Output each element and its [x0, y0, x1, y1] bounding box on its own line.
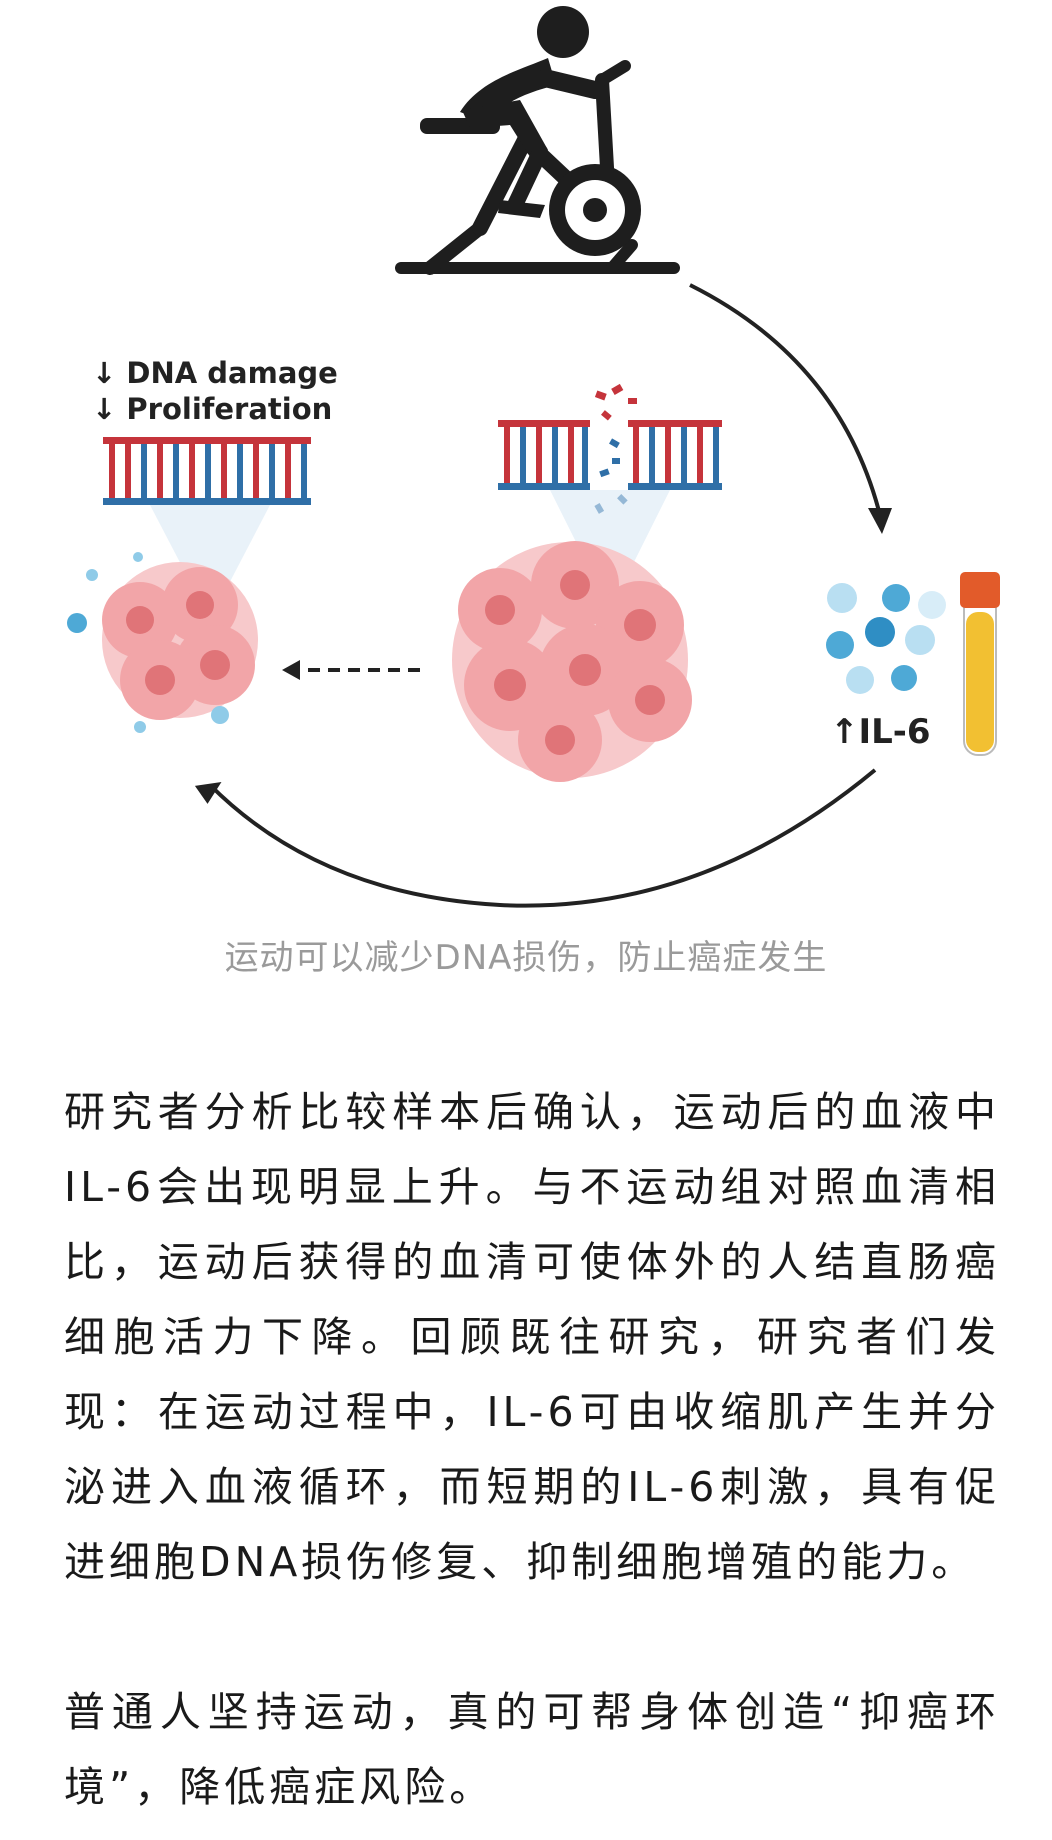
- dna-strand-icon: [103, 437, 311, 620]
- arrow-to-cells: [208, 768, 877, 908]
- arrow-to-il6: [689, 283, 882, 516]
- blood-tube-icon: [960, 572, 1000, 756]
- label-proliferation: ↓ Proliferation: [92, 392, 332, 426]
- il6-molecules-icon: [826, 583, 946, 694]
- article-body: 研究者分析比较样本后确认，运动后的血液中IL-6会出现明显上升。与不运动组对照血…: [64, 1075, 1000, 1825]
- label-dna-damage: ↓ DNA damage: [92, 356, 338, 390]
- tumor-cells-icon: [452, 541, 692, 782]
- exercise-dna-figure: ↓ DNA damage ↓ Proliferation: [67, 6, 1000, 908]
- exercise-bike-icon: [395, 6, 680, 275]
- small-tumor-cells-icon: [67, 552, 258, 733]
- paragraph-conclusion: 普通人坚持运动，真的可帮身体创造“抑癌环境”，降低癌症风险。: [64, 1688, 1000, 1811]
- flow-arrows: [194, 283, 892, 908]
- label-il6: ↑IL-6: [830, 712, 931, 752]
- figure-caption: 运动可以减少DNA损伤，防止癌症发生: [224, 938, 828, 978]
- figure-illustration: ↓ DNA damage ↓ Proliferation: [67, 6, 1000, 908]
- paragraph-research-findings: 研究者分析比较样本后确认，运动后的血液中IL-6会出现明显上升。与不运动组对照血…: [64, 1088, 1000, 1586]
